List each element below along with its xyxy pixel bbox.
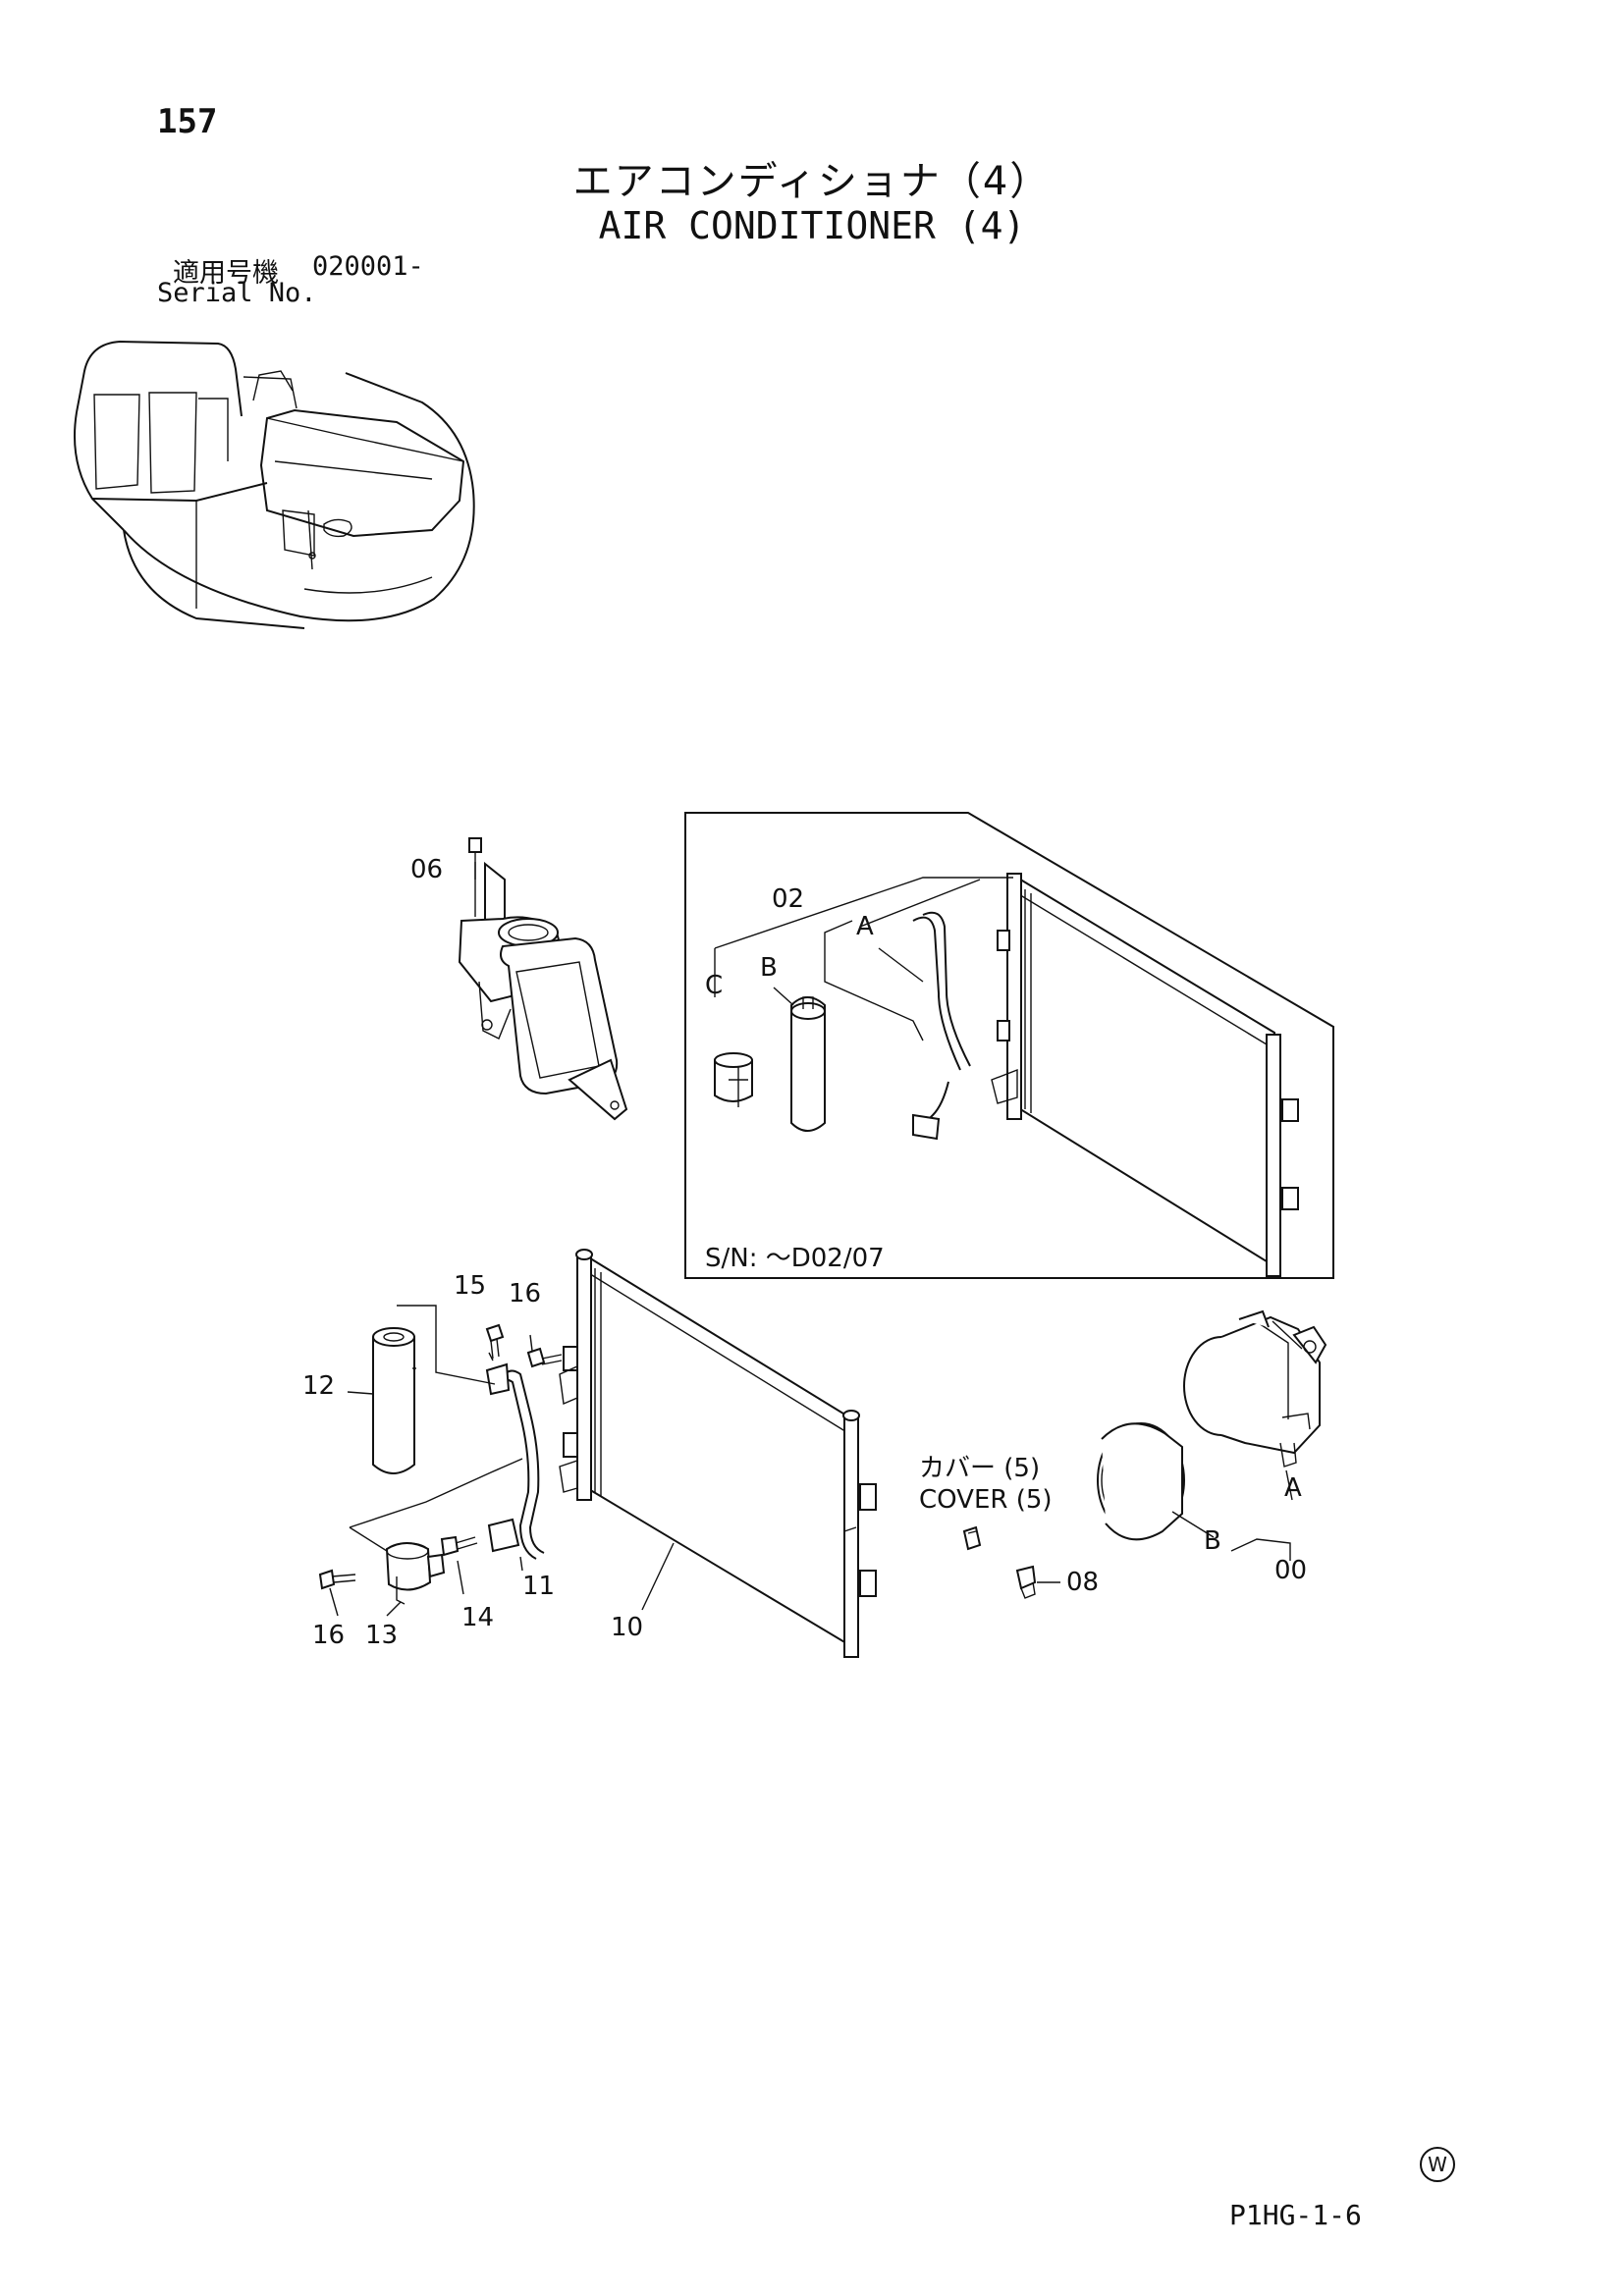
serial-label-japanese: 適用号機: [173, 258, 279, 289]
inset-callout-c: C: [705, 971, 723, 1000]
receiver-bracket-drawing: [385, 1542, 446, 1605]
title-japanese: エアコンディショナ（4）: [572, 159, 1052, 204]
cover-label-japanese: カバー (5): [919, 1454, 1040, 1483]
main-leader-lines: [329, 862, 675, 1617]
inset-frame: [684, 812, 1334, 1279]
footer-code: P1HG-1-6: [1229, 2199, 1362, 2231]
compressor-callout-b: B: [1204, 1526, 1221, 1556]
bolts-drawing: [318, 1323, 563, 1590]
receiver-drier-drawing: [372, 1327, 416, 1474]
inset-pipe-receiver-drawing: [714, 911, 971, 1141]
callout-10: 10: [611, 1613, 643, 1642]
main-pipe-drawing: [485, 1362, 545, 1560]
cover-parts-drawing: [962, 1525, 1060, 1599]
callout-16-bottom: 16: [312, 1621, 345, 1650]
inset-leader-lines: [714, 877, 1013, 1041]
inset-callout-b: B: [760, 953, 778, 983]
inset-condenser-drawing: [991, 873, 1299, 1277]
evaporator-housing-drawing: [458, 837, 628, 1121]
callout-14: 14: [461, 1603, 494, 1632]
serial-value: 020001-: [312, 251, 424, 282]
callout-00: 00: [1274, 1556, 1307, 1585]
compressor-leader-lines: [1171, 1469, 1293, 1561]
callout-06: 06: [410, 855, 443, 884]
inset-callout-02: 02: [772, 884, 804, 914]
callout-12: 12: [302, 1371, 335, 1401]
callout-08: 08: [1066, 1568, 1099, 1597]
callout-15: 15: [454, 1271, 486, 1301]
main-condenser-drawing: [559, 1249, 877, 1658]
serial-label-english: Serial No.: [157, 278, 317, 308]
callout-11: 11: [522, 1572, 555, 1601]
page-number: 157: [157, 102, 218, 141]
inset-serial-note: S/N: ～D02/07: [705, 1244, 885, 1273]
excavator-overview-drawing: [74, 340, 475, 629]
w-circle-mark: W: [1420, 2147, 1455, 2182]
compressor-callout-a: A: [1284, 1473, 1302, 1503]
title-english: AIR CONDITIONER (4): [598, 204, 1026, 247]
callout-13: 13: [365, 1621, 398, 1650]
inset-callout-a: A: [856, 912, 874, 941]
callout-16-top: 16: [509, 1279, 541, 1308]
compressor-drawing: [1097, 1309, 1327, 1541]
cover-label-english: COVER (5): [919, 1485, 1053, 1515]
